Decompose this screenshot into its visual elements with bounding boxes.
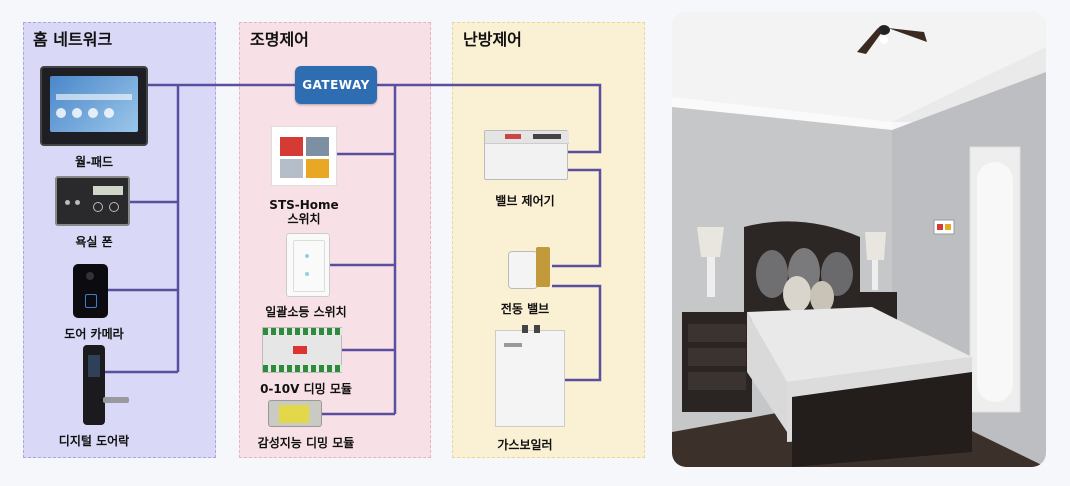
emotional-dimming-module-device: [268, 400, 322, 427]
sts-home-switch-label: STS-Home 스위치: [269, 198, 339, 226]
home-network-title: 홈 네트워크: [33, 30, 113, 49]
bedroom-photo: [672, 12, 1046, 467]
gateway-box: GATEWAY: [295, 66, 377, 104]
wall-pad-device: [40, 66, 148, 146]
all-off-switch-device: [286, 233, 330, 297]
electric-valve-label: 전동 밸브: [500, 302, 550, 316]
all-off-switch-label: 일괄소등 스위치: [265, 305, 347, 319]
door-camera-device: [73, 264, 108, 318]
electric-valve-device: [508, 245, 552, 289]
digital-door-lock-label: 디지털 도어락: [58, 434, 130, 448]
heating-control-title: 난방제어: [463, 30, 522, 49]
dimming-module-0-10v-device: [262, 327, 343, 373]
lighting-control-title: 조명제어: [250, 30, 309, 49]
sts-home-switch-device: [271, 126, 337, 186]
dimming-module-0-10v-label: 0-10V 디밍 모듈: [260, 382, 352, 396]
valve-controller-device: [484, 130, 569, 180]
gas-boiler-label: 가스보일러: [497, 438, 553, 452]
heating-control-panel: [452, 22, 645, 458]
wall-pad-label: 월-패드: [74, 155, 114, 169]
digital-door-lock-device: [83, 345, 129, 425]
emotional-dimming-module-label: 감성지능 디밍 모듈: [257, 436, 355, 450]
gateway-label: GATEWAY: [302, 78, 370, 92]
door-camera-label: 도어 카메라: [64, 327, 124, 341]
gas-boiler-device: [495, 325, 565, 427]
bathroom-phone-device: [55, 176, 130, 226]
bathroom-phone-label: 욕실 폰: [75, 235, 113, 249]
valve-controller-label: 밸브 제어기: [495, 194, 555, 208]
